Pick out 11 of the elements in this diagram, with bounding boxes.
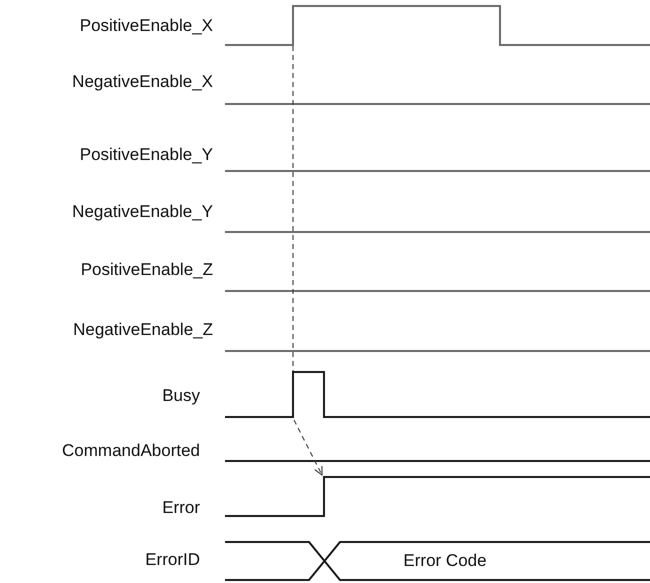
signal-name: NegativeEnable_X: [72, 72, 213, 92]
signal-name: Busy: [162, 386, 200, 406]
bus-value-label: Error Code: [403, 551, 487, 571]
signal-name: CommandAborted: [62, 441, 200, 461]
signal-name: PositiveEnable_X: [80, 16, 213, 36]
signal-name: NegativeEnable_Y: [72, 202, 213, 222]
signal-name: Error: [162, 498, 200, 518]
signal-name: NegativeEnable_Z: [73, 320, 213, 340]
signal-name: ErrorID: [145, 550, 200, 570]
signal-name: PositiveEnable_Y: [80, 145, 213, 165]
signal-name: PositiveEnable_Z: [80, 260, 213, 280]
